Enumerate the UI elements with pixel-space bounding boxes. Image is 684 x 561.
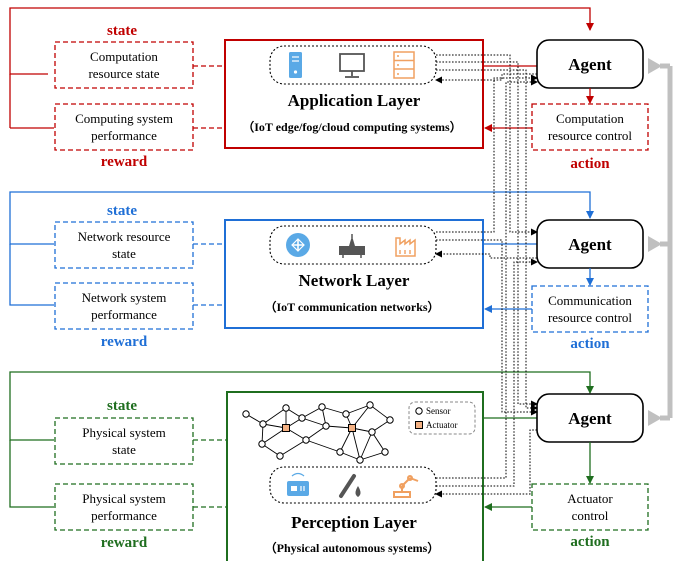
application-layer-subtitle: （IoT edge/fog/cloud computing systems） <box>242 119 461 134</box>
switch-icon <box>339 234 365 258</box>
perception-layer-subtitle: （Physical autonomous systems） <box>265 540 440 555</box>
perc-reward-box <box>54 483 194 531</box>
agent-communication-bus <box>648 58 673 426</box>
sensor-legend-icon <box>415 407 423 415</box>
app-state-label: state <box>107 23 137 39</box>
water-icon <box>339 474 361 498</box>
legend-actuator-label: Actuator <box>426 420 458 430</box>
monitor-icon <box>339 53 365 78</box>
net-reward-text-1: Network system <box>82 290 167 305</box>
app-state-box <box>54 41 194 89</box>
perc-action-text-1: Actuator <box>567 491 613 506</box>
application-layer-section: Computation resource state Computing sys… <box>9 7 649 172</box>
actuator-legend-icon <box>415 421 423 429</box>
app-action-label: action <box>570 156 610 172</box>
perception-layer-title: Perception Layer <box>291 513 417 532</box>
net-reward-box <box>54 282 194 330</box>
app-state-loop <box>9 7 594 75</box>
app-reward-text-1: Computing system <box>75 111 173 126</box>
perception-legend <box>408 401 476 435</box>
perc-state-text-1: Physical system <box>82 425 165 440</box>
router-icon <box>286 233 310 257</box>
net-state-box <box>54 221 194 269</box>
perc-state-loop <box>9 371 594 441</box>
net-action-box <box>531 285 649 333</box>
app-state-text-2: resource state <box>88 66 159 81</box>
net-action-text-2: resource control <box>548 310 632 325</box>
net-reward-text-2: performance <box>91 307 157 322</box>
actuator-nodes <box>282 424 356 432</box>
perc-agent-label: Agent <box>568 409 612 428</box>
net-action-label: action <box>570 336 610 352</box>
perc-reward-loop <box>9 440 54 508</box>
net-agent-label: Agent <box>568 235 612 254</box>
perception-layer-section: Physical system state Physical system pe… <box>9 371 649 561</box>
legend-sensor-label: Sensor <box>426 406 451 416</box>
network-layer-title: Network Layer <box>299 271 410 290</box>
net-state-text-1: Network resource <box>78 229 171 244</box>
net-state-text-2: state <box>112 246 136 261</box>
net-state-label: state <box>107 203 137 219</box>
perc-state-text-2: state <box>112 442 136 457</box>
application-layer-title: Application Layer <box>288 91 421 110</box>
net-action-text-1: Communication <box>548 293 632 308</box>
network-layer-subtitle: （IoT communication networks） <box>264 299 439 314</box>
app-action-box <box>531 103 649 151</box>
app-action-text-1: Computation <box>556 111 624 126</box>
device-icon <box>287 472 309 496</box>
app-agent-label: Agent <box>568 55 612 74</box>
network-layer-section: Network resource state Network system pe… <box>9 191 649 352</box>
perc-reward-text-2: performance <box>91 508 157 523</box>
net-state-loop <box>9 191 594 245</box>
net-reward-loop <box>9 244 54 306</box>
server-icon <box>289 52 302 78</box>
perc-reward-text-1: Physical system <box>82 491 165 506</box>
sensor-nodes <box>242 401 394 464</box>
perc-reward-label: reward <box>101 535 148 551</box>
app-reward-box <box>54 103 194 151</box>
rack-icon <box>393 51 415 79</box>
cross-layer-dotted-links <box>435 54 538 498</box>
perc-state-box <box>54 417 194 465</box>
perc-action-text-2: control <box>572 508 609 523</box>
app-reward-label: reward <box>101 154 148 170</box>
factory-icon <box>395 237 416 257</box>
app-state-text-1: Computation <box>90 49 158 64</box>
robot-arm-icon <box>393 475 419 498</box>
app-action-text-2: resource control <box>548 128 632 143</box>
perc-state-label: state <box>107 398 137 414</box>
net-reward-label: reward <box>101 334 148 350</box>
app-reward-text-2: performance <box>91 128 157 143</box>
perc-action-label: action <box>570 534 610 550</box>
